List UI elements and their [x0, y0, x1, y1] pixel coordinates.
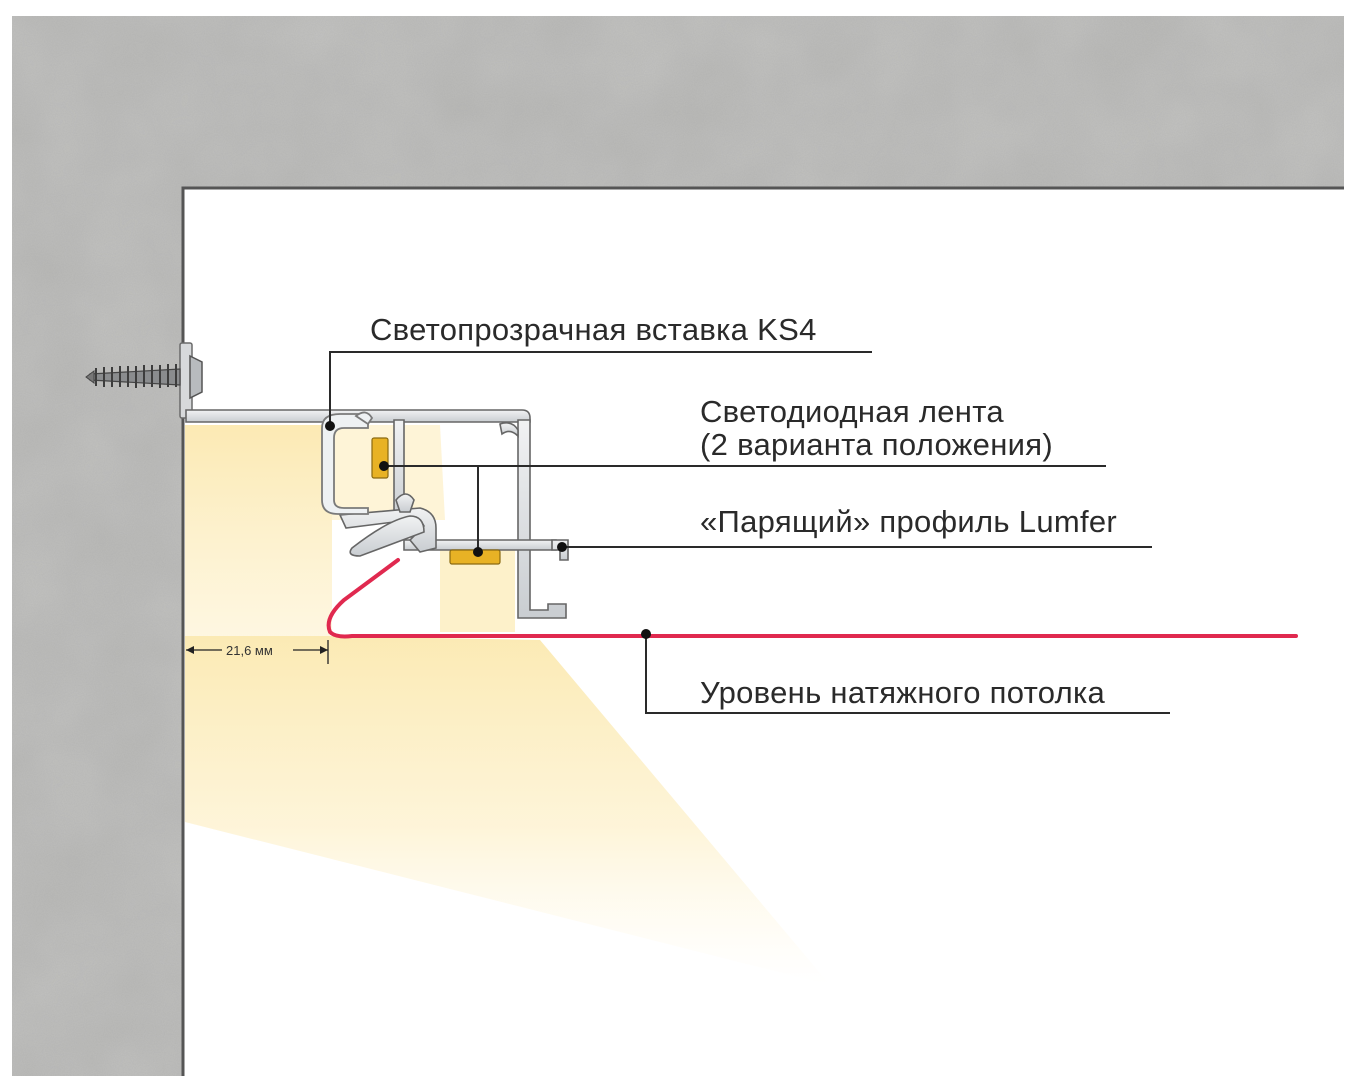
leader-lines: [325, 351, 1170, 714]
light-glow: [185, 425, 830, 985]
concrete-structure: [12, 16, 1344, 1076]
label-lumfer-profile: «Парящий» профиль Lumfer: [700, 504, 1117, 539]
screw-icon: [85, 342, 203, 419]
gap-dimension: 21,6 мм: [186, 640, 329, 664]
label-led-strip-line2: (2 варианта положения): [700, 427, 1053, 462]
label-ks4-insert: Светопрозрачная вставка KS4: [370, 312, 817, 347]
led-strip-vertical: [371, 437, 389, 479]
ks4-insert: [321, 411, 374, 515]
callout-labels: Светопрозрачная вставка KS4 Светодиодная…: [370, 312, 1117, 710]
lumfer-profile: [185, 409, 569, 619]
profile-right-wall: [517, 419, 567, 619]
label-led-strip-line1: Светодиодная лента: [700, 394, 1004, 429]
ceiling-membrane: [326, 558, 1298, 639]
gap-dimension-label: 21,6 мм: [226, 643, 273, 658]
concrete-edge: [181, 186, 1344, 1076]
label-ceiling-level: Уровень натяжного потолка: [700, 675, 1106, 710]
